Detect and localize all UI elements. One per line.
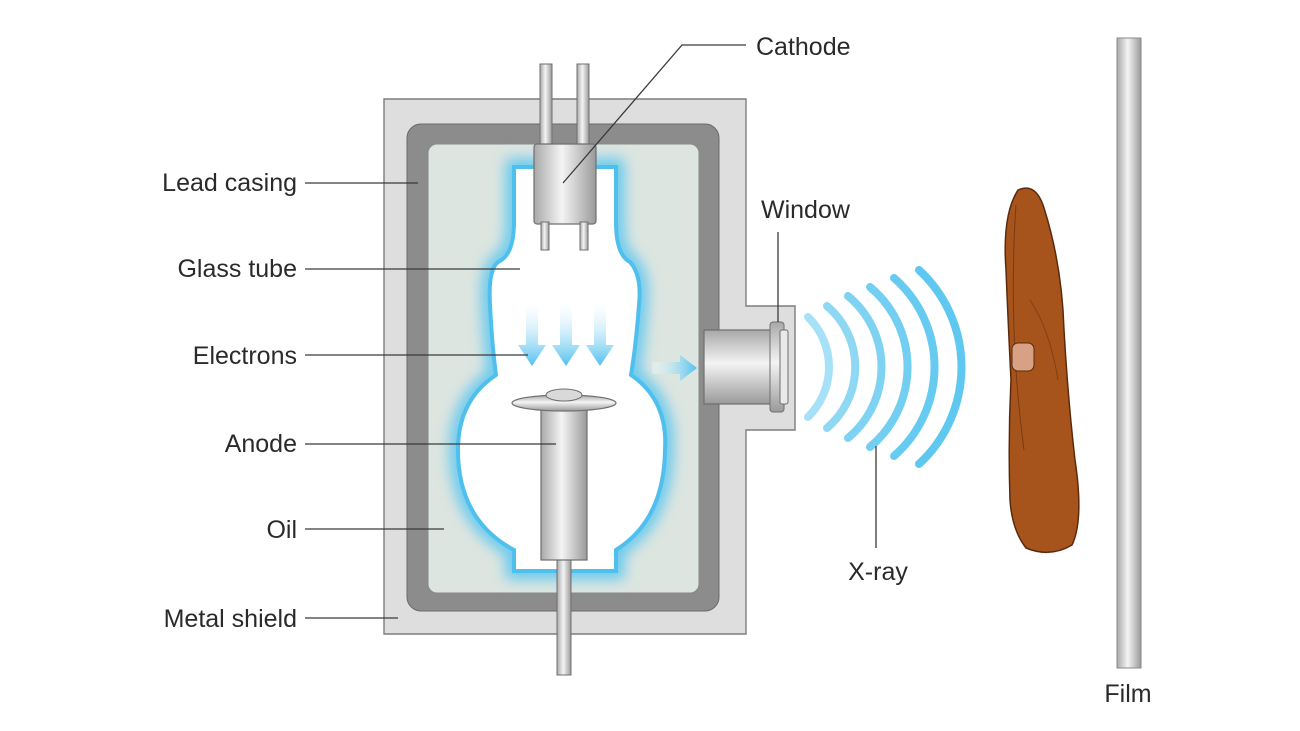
xray-direction-arrow: [652, 355, 697, 381]
label-metal-shield: Metal shield: [164, 605, 297, 633]
fingernail: [1011, 342, 1035, 372]
film-plate: [1116, 37, 1142, 669]
label-xray: X-ray: [848, 558, 908, 586]
label-anode: Anode: [225, 430, 297, 458]
window: [703, 321, 789, 413]
xray-waves: [804, 266, 966, 468]
cathode: [533, 143, 597, 251]
label-electrons: Electrons: [193, 342, 297, 370]
hand: [1004, 187, 1080, 554]
label-glass-tube: Glass tube: [177, 255, 297, 283]
electron-arrows: [518, 302, 614, 366]
label-cathode: Cathode: [756, 33, 851, 61]
anode: [511, 388, 617, 676]
label-oil: Oil: [266, 516, 297, 544]
label-film: Film: [1104, 680, 1151, 708]
glass-tube: [449, 159, 674, 579]
label-lead-casing: Lead casing: [162, 169, 297, 197]
cathode-wires: [539, 63, 590, 147]
leader-lines: [305, 44, 877, 619]
label-window: Window: [761, 196, 851, 224]
